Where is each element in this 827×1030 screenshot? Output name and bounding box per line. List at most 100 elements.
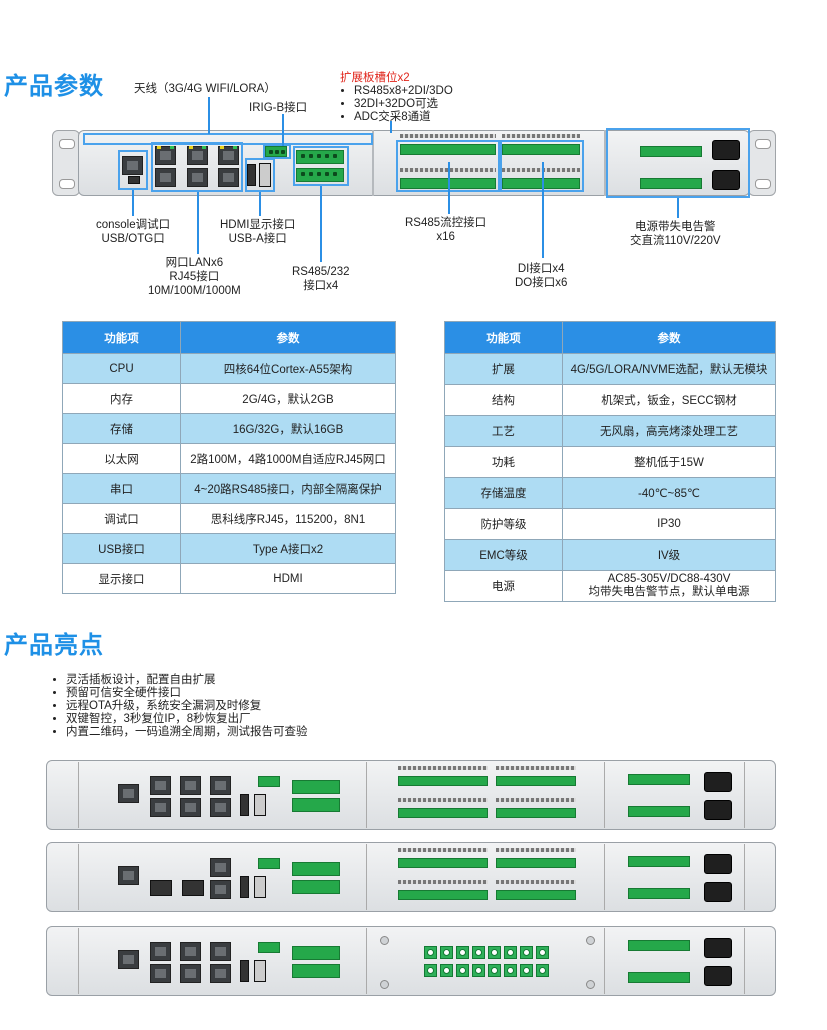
- console-port[interactable]: [118, 784, 139, 803]
- power-terminal[interactable]: [628, 856, 690, 867]
- rs485-232-terminal[interactable]: [292, 862, 340, 876]
- lan-port[interactable]: [210, 776, 231, 795]
- adc-terminal[interactable]: [440, 946, 453, 959]
- console-port[interactable]: [122, 156, 143, 175]
- usb-a-port[interactable]: [259, 163, 271, 187]
- irigb-terminal[interactable]: [265, 146, 287, 157]
- lan-port[interactable]: [155, 168, 176, 187]
- power-switch[interactable]: [704, 882, 732, 902]
- lan-port[interactable]: [218, 146, 239, 165]
- rs485-flow-terminal[interactable]: [398, 776, 488, 786]
- power-terminal[interactable]: [640, 178, 702, 189]
- usb-a-port[interactable]: [254, 794, 266, 816]
- lan-port[interactable]: [210, 858, 231, 877]
- lan-port[interactable]: [210, 942, 231, 961]
- adc-terminal[interactable]: [472, 964, 485, 977]
- lan-port[interactable]: [210, 880, 231, 899]
- usb-a-port[interactable]: [254, 960, 266, 982]
- irigb-terminal[interactable]: [258, 942, 280, 953]
- di-terminal[interactable]: [496, 776, 576, 786]
- rs485-232-terminal[interactable]: [296, 168, 344, 182]
- power-switch[interactable]: [704, 966, 732, 986]
- do-terminal[interactable]: [496, 890, 576, 900]
- hdmi-port[interactable]: [247, 164, 256, 186]
- callout-expansion-title: 扩展板槽位x2: [340, 72, 410, 84]
- callout-expansion-item: ADC交采8通道: [354, 111, 453, 124]
- irigb-terminal[interactable]: [258, 776, 280, 787]
- lan-port-blank: [182, 880, 204, 896]
- rs485-flow-terminal[interactable]: [400, 144, 496, 155]
- lan-port[interactable]: [180, 798, 201, 817]
- adc-terminal[interactable]: [472, 946, 485, 959]
- lan-port[interactable]: [210, 798, 231, 817]
- rs485-232-terminal[interactable]: [292, 798, 340, 812]
- power-switch[interactable]: [704, 772, 732, 792]
- lan-port[interactable]: [150, 798, 171, 817]
- lan-port[interactable]: [210, 964, 231, 983]
- adc-terminal[interactable]: [488, 946, 501, 959]
- hdmi-port[interactable]: [240, 960, 249, 982]
- lan-port[interactable]: [155, 146, 176, 165]
- adc-terminal[interactable]: [536, 964, 549, 977]
- console-port[interactable]: [118, 950, 139, 969]
- di-terminal[interactable]: [496, 858, 576, 868]
- adc-terminal[interactable]: [520, 946, 533, 959]
- rs485-232-terminal[interactable]: [292, 780, 340, 794]
- adc-terminal[interactable]: [520, 964, 533, 977]
- usb-otg-port[interactable]: [128, 176, 140, 184]
- hdmi-port[interactable]: [240, 794, 249, 816]
- do-terminal[interactable]: [496, 808, 576, 818]
- lan-port[interactable]: [187, 146, 208, 165]
- hdmi-port[interactable]: [240, 876, 249, 898]
- lan-port-blank: [150, 880, 172, 896]
- adc-terminal[interactable]: [456, 964, 469, 977]
- irigb-terminal[interactable]: [258, 858, 280, 869]
- section-title-highlights: 产品亮点: [4, 632, 104, 659]
- adc-terminal[interactable]: [424, 964, 437, 977]
- power-terminal[interactable]: [628, 940, 690, 951]
- lan-port[interactable]: [180, 964, 201, 983]
- di-terminal[interactable]: [502, 144, 580, 155]
- lan-port[interactable]: [180, 776, 201, 795]
- lan-port[interactable]: [150, 964, 171, 983]
- console-port[interactable]: [118, 866, 139, 885]
- power-terminal[interactable]: [628, 774, 690, 785]
- power-terminal[interactable]: [628, 972, 690, 983]
- rs485-232-terminal[interactable]: [296, 150, 344, 164]
- usb-a-port[interactable]: [254, 876, 266, 898]
- power-terminal[interactable]: [628, 888, 690, 899]
- rs485-flow-terminal[interactable]: [398, 808, 488, 818]
- rs485-232-terminal[interactable]: [292, 964, 340, 978]
- rack-ear-left: [52, 130, 80, 196]
- callout-power: 电源带失电告警交直流110V/220V: [630, 221, 721, 247]
- do-terminal[interactable]: [502, 178, 580, 189]
- rs485-232-terminal[interactable]: [292, 946, 340, 960]
- adc-terminal[interactable]: [424, 946, 437, 959]
- power-terminal[interactable]: [640, 146, 702, 157]
- rs485-232-terminal[interactable]: [292, 880, 340, 894]
- adc-terminal[interactable]: [488, 964, 501, 977]
- lan-port[interactable]: [180, 942, 201, 961]
- lan-port[interactable]: [150, 776, 171, 795]
- rack-ear-right: [748, 130, 776, 196]
- power-switch[interactable]: [704, 854, 732, 874]
- power-terminal[interactable]: [628, 806, 690, 817]
- power-switch[interactable]: [704, 938, 732, 958]
- lan-port[interactable]: [150, 942, 171, 961]
- rs485-flow-terminal[interactable]: [398, 890, 488, 900]
- adc-terminal[interactable]: [440, 964, 453, 977]
- adc-terminal[interactable]: [504, 946, 517, 959]
- rs485-flow-terminal[interactable]: [398, 858, 488, 868]
- lan-port[interactable]: [218, 168, 239, 187]
- adc-terminal[interactable]: [504, 964, 517, 977]
- lan-port[interactable]: [187, 168, 208, 187]
- power-switch[interactable]: [712, 140, 740, 160]
- highlight-item: 预留可信安全硬件接口: [66, 687, 308, 700]
- power-switch[interactable]: [712, 170, 740, 190]
- power-switch[interactable]: [704, 800, 732, 820]
- callout-antenna: 天线（3G/4G WIFI/LORA）: [134, 83, 276, 95]
- adc-terminal[interactable]: [456, 946, 469, 959]
- adc-terminal[interactable]: [536, 946, 549, 959]
